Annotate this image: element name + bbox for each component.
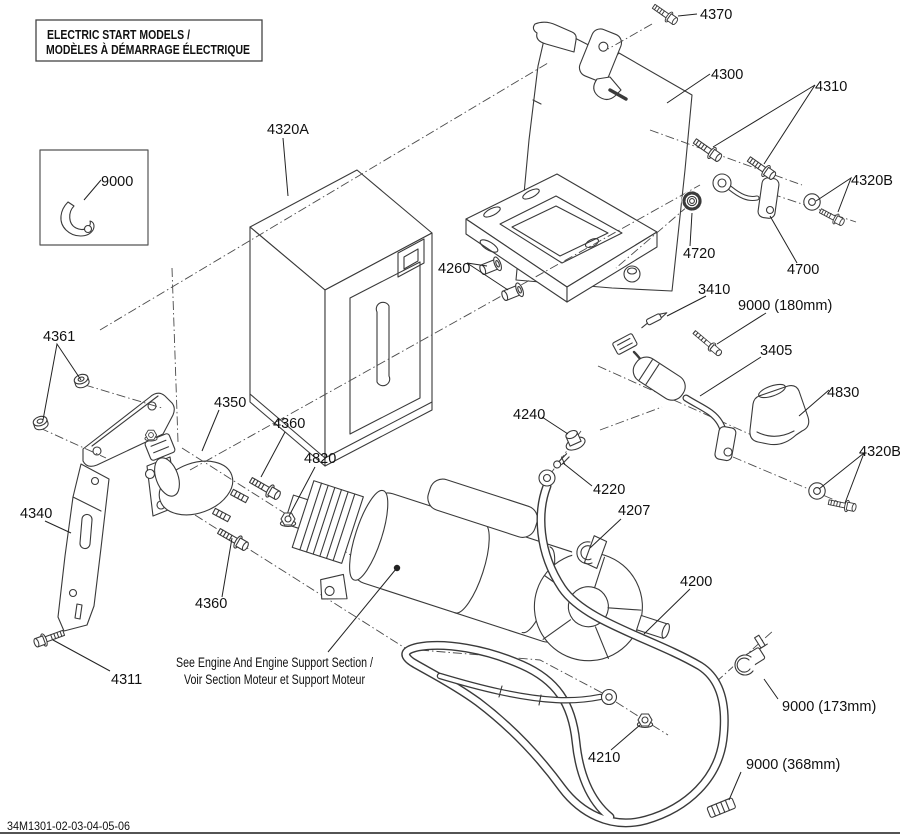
part-label-4300: 4300 bbox=[711, 67, 743, 83]
part-label-4360-lower: 4360 bbox=[195, 596, 227, 612]
part-label-4311: 4311 bbox=[111, 672, 142, 688]
part-label-4207: 4207 bbox=[618, 503, 650, 519]
bolt-4310-a bbox=[690, 135, 725, 165]
part-label-4360-upper: 4360 bbox=[273, 416, 305, 432]
part-label-4260: 4260 bbox=[438, 261, 470, 277]
part-label-9000-180mm: 9000 (180mm) bbox=[738, 298, 832, 314]
part-elbow-boot bbox=[749, 383, 810, 446]
part-label-4830: 4830 bbox=[827, 385, 859, 401]
part-label-3405: 3405 bbox=[760, 343, 792, 359]
bolt-4370 bbox=[649, 1, 681, 28]
part-label-4820: 4820 bbox=[304, 451, 336, 467]
part-terminal-cap bbox=[565, 429, 586, 451]
part-starter-solenoid bbox=[144, 433, 249, 523]
part-terminal-screw bbox=[553, 453, 570, 469]
leader-lines bbox=[42, 13, 866, 801]
part-label-4320a: 4320A bbox=[267, 122, 309, 138]
bushing-4260-b bbox=[499, 281, 526, 304]
part-battery-tray bbox=[465, 173, 658, 303]
part-terminal-3410 bbox=[641, 312, 668, 329]
part-9000-clip-box bbox=[39, 149, 149, 246]
part-solenoid-bracket-plate bbox=[82, 392, 175, 467]
bolt-4311 bbox=[31, 626, 67, 651]
title-line-1: ELECTRIC START MODELS / bbox=[47, 27, 190, 42]
note-line-1: See Engine And Engine Support Section / bbox=[176, 655, 373, 670]
part-label-3410: 3410 bbox=[698, 282, 730, 298]
part-battery-cable bbox=[401, 469, 729, 828]
title-box: ELECTRIC START MODELS / MODÈLES À DÉMARR… bbox=[35, 19, 263, 62]
note-line-2: Voir Section Moteur et Support Moteur bbox=[184, 672, 365, 687]
part-cushion-clamp bbox=[733, 634, 768, 677]
part-cable-clamp bbox=[572, 535, 608, 569]
part-label-4310: 4310 bbox=[815, 79, 847, 95]
assembly-centerlines bbox=[39, 23, 857, 736]
bolt-4360-lower bbox=[214, 524, 252, 554]
washer-4320b-top bbox=[803, 193, 821, 211]
part-support-bracket bbox=[57, 463, 110, 632]
grommet-4361-b bbox=[31, 414, 50, 432]
part-label-4720: 4720 bbox=[683, 246, 715, 262]
part-labels: 4370 4300 4310 4320B 9000 4320A 4260 472… bbox=[20, 7, 900, 773]
engine-section-note: See Engine And Engine Support Section / … bbox=[176, 655, 373, 687]
washer-4320b-right bbox=[808, 482, 826, 500]
part-upper-mount-bracket bbox=[532, 21, 628, 101]
part-ground-strap bbox=[712, 173, 780, 219]
part-label-9000-173mm: 9000 (173mm) bbox=[782, 699, 876, 715]
part-label-4200: 4200 bbox=[680, 574, 712, 590]
part-label-4210: 4210 bbox=[588, 750, 620, 766]
part-label-4700: 4700 bbox=[787, 262, 819, 278]
part-label-9000-box: 9000 bbox=[101, 174, 133, 190]
part-label-4361: 4361 bbox=[43, 329, 75, 345]
part-label-4240: 4240 bbox=[513, 407, 545, 423]
part-label-4350: 4350 bbox=[214, 395, 246, 411]
lock-washer-4720 bbox=[679, 188, 705, 214]
grommet-4361-a bbox=[72, 372, 91, 390]
part-label-4320b-top: 4320B bbox=[851, 173, 893, 189]
title-line-2: MODÈLES À DÉMARRAGE ÉLECTRIQUE bbox=[46, 42, 250, 57]
part-battery bbox=[249, 169, 433, 467]
part-label-4320b-right: 4320B bbox=[859, 444, 900, 460]
part-label-4220: 4220 bbox=[593, 482, 625, 498]
part-starter-cable bbox=[612, 312, 737, 462]
part-label-4370: 4370 bbox=[700, 7, 732, 23]
part-label-9000-368mm: 9000 (368mm) bbox=[746, 757, 840, 773]
part-shrink-terminal bbox=[706, 797, 736, 818]
part-label-4340: 4340 bbox=[20, 506, 52, 522]
bolt-4310-b bbox=[744, 153, 779, 183]
bolt-4360-upper bbox=[246, 473, 284, 503]
drawing-code: 34M1301-02-03-04-05-06 bbox=[7, 819, 130, 833]
bushing-4260-a bbox=[477, 255, 504, 278]
